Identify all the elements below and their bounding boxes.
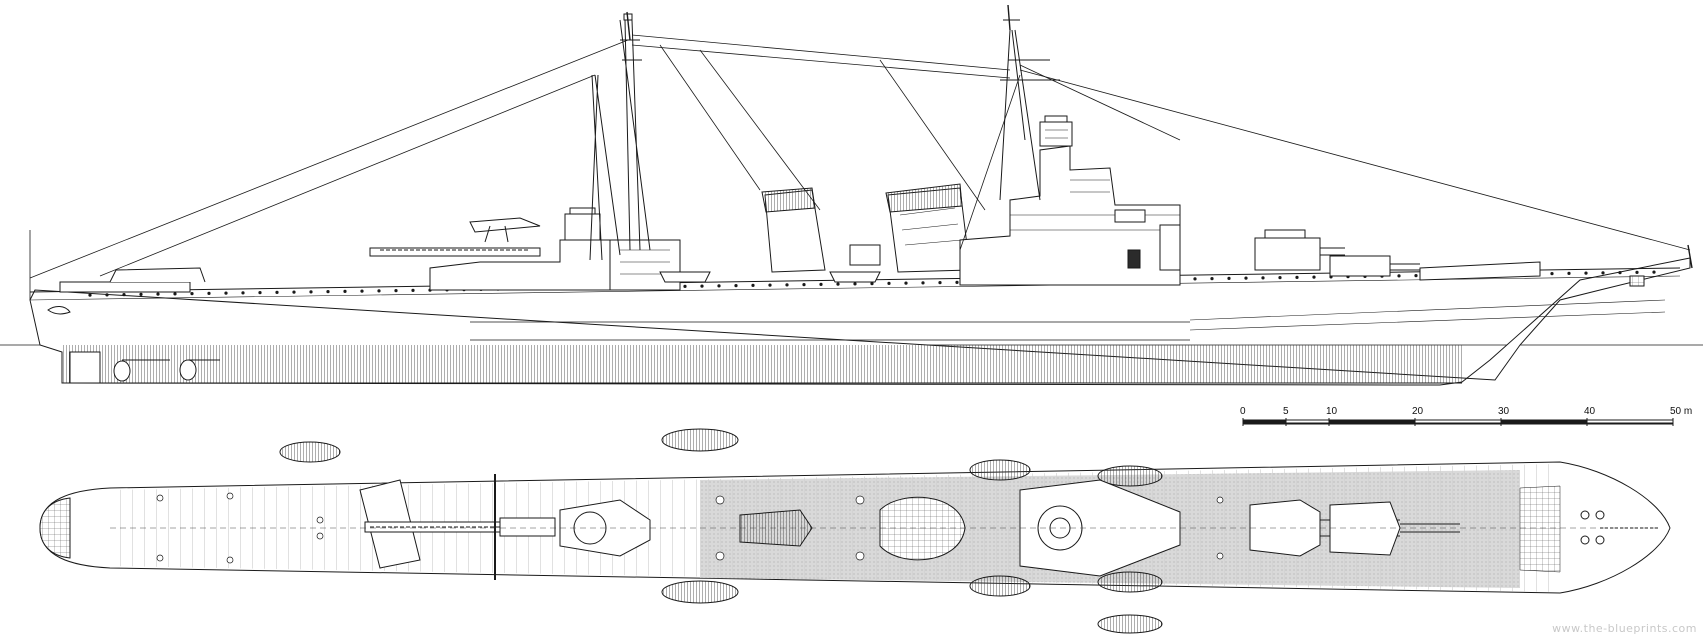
porthole — [1601, 271, 1605, 275]
porthole — [207, 291, 211, 295]
scale-tick-label: 10 — [1326, 406, 1338, 417]
porthole — [938, 281, 942, 285]
porthole — [275, 290, 279, 294]
porthole — [1210, 277, 1214, 281]
porthole — [819, 282, 823, 286]
porthole — [1550, 272, 1554, 276]
porthole — [1312, 275, 1316, 279]
porthole — [751, 283, 755, 287]
porthole — [1635, 270, 1639, 274]
porthole — [1584, 271, 1588, 275]
side-profile — [0, 4, 1703, 386]
scale-bar — [1242, 418, 1674, 426]
porthole — [955, 280, 959, 284]
catapult-top — [359, 474, 556, 580]
propellers — [69, 351, 220, 384]
boats — [279, 428, 1163, 634]
porthole — [377, 289, 381, 293]
porthole — [1244, 276, 1248, 280]
funnels — [761, 183, 971, 273]
porthole — [1618, 271, 1622, 275]
porthole — [921, 281, 925, 285]
porthole — [258, 291, 262, 295]
porthole — [156, 292, 160, 296]
porthole — [360, 289, 364, 293]
bow-fittings — [1580, 510, 1660, 545]
scale-tick-label: 5 — [1283, 406, 1289, 417]
main-mast — [589, 11, 651, 261]
porthole — [904, 281, 908, 285]
porthole — [1397, 274, 1401, 278]
porthole — [173, 292, 177, 296]
porthole — [343, 289, 347, 293]
top-view — [39, 428, 1671, 634]
porthole — [1652, 270, 1656, 274]
porthole — [309, 290, 313, 294]
scale-tick-label: 20 — [1412, 406, 1424, 417]
porthole — [734, 284, 738, 288]
porthole — [1193, 277, 1197, 281]
porthole — [802, 283, 806, 287]
aircraft-catapult — [369, 217, 541, 257]
lower-hull-hatching — [62, 345, 1462, 383]
porthole — [139, 292, 143, 296]
forward-turrets — [1254, 229, 1541, 281]
porthole — [292, 290, 296, 294]
porthole — [241, 291, 245, 295]
scale-tick-label: 0 — [1240, 406, 1246, 417]
porthole — [394, 289, 398, 293]
porthole — [853, 282, 857, 286]
rigging-wires — [29, 34, 1691, 300]
porthole — [88, 293, 92, 297]
scale-tick-label: 50 m — [1670, 406, 1693, 417]
porthole — [1261, 276, 1265, 280]
watermark: www.the-blueprints.com — [1552, 622, 1697, 635]
porthole — [1295, 275, 1299, 279]
porthole — [887, 281, 891, 285]
porthole — [1227, 276, 1231, 280]
porthole — [1278, 276, 1282, 280]
porthole — [411, 288, 415, 292]
porthole — [700, 284, 704, 288]
porthole — [190, 292, 194, 296]
porthole — [105, 293, 109, 297]
scale-tick-label: 30 — [1498, 406, 1510, 417]
porthole — [1414, 274, 1418, 278]
porthole — [1567, 271, 1571, 275]
porthole — [785, 283, 789, 287]
porthole — [768, 283, 772, 287]
deck-fittings — [156, 492, 1224, 564]
bridge-superstructure — [959, 115, 1181, 286]
scale-tick-label: 40 — [1584, 406, 1596, 417]
foremast — [999, 4, 1060, 201]
porthole — [683, 284, 687, 288]
porthole — [836, 282, 840, 286]
porthole — [717, 284, 721, 288]
porthole — [122, 293, 126, 297]
porthole — [326, 290, 330, 294]
porthole — [870, 282, 874, 286]
porthole — [224, 291, 228, 295]
